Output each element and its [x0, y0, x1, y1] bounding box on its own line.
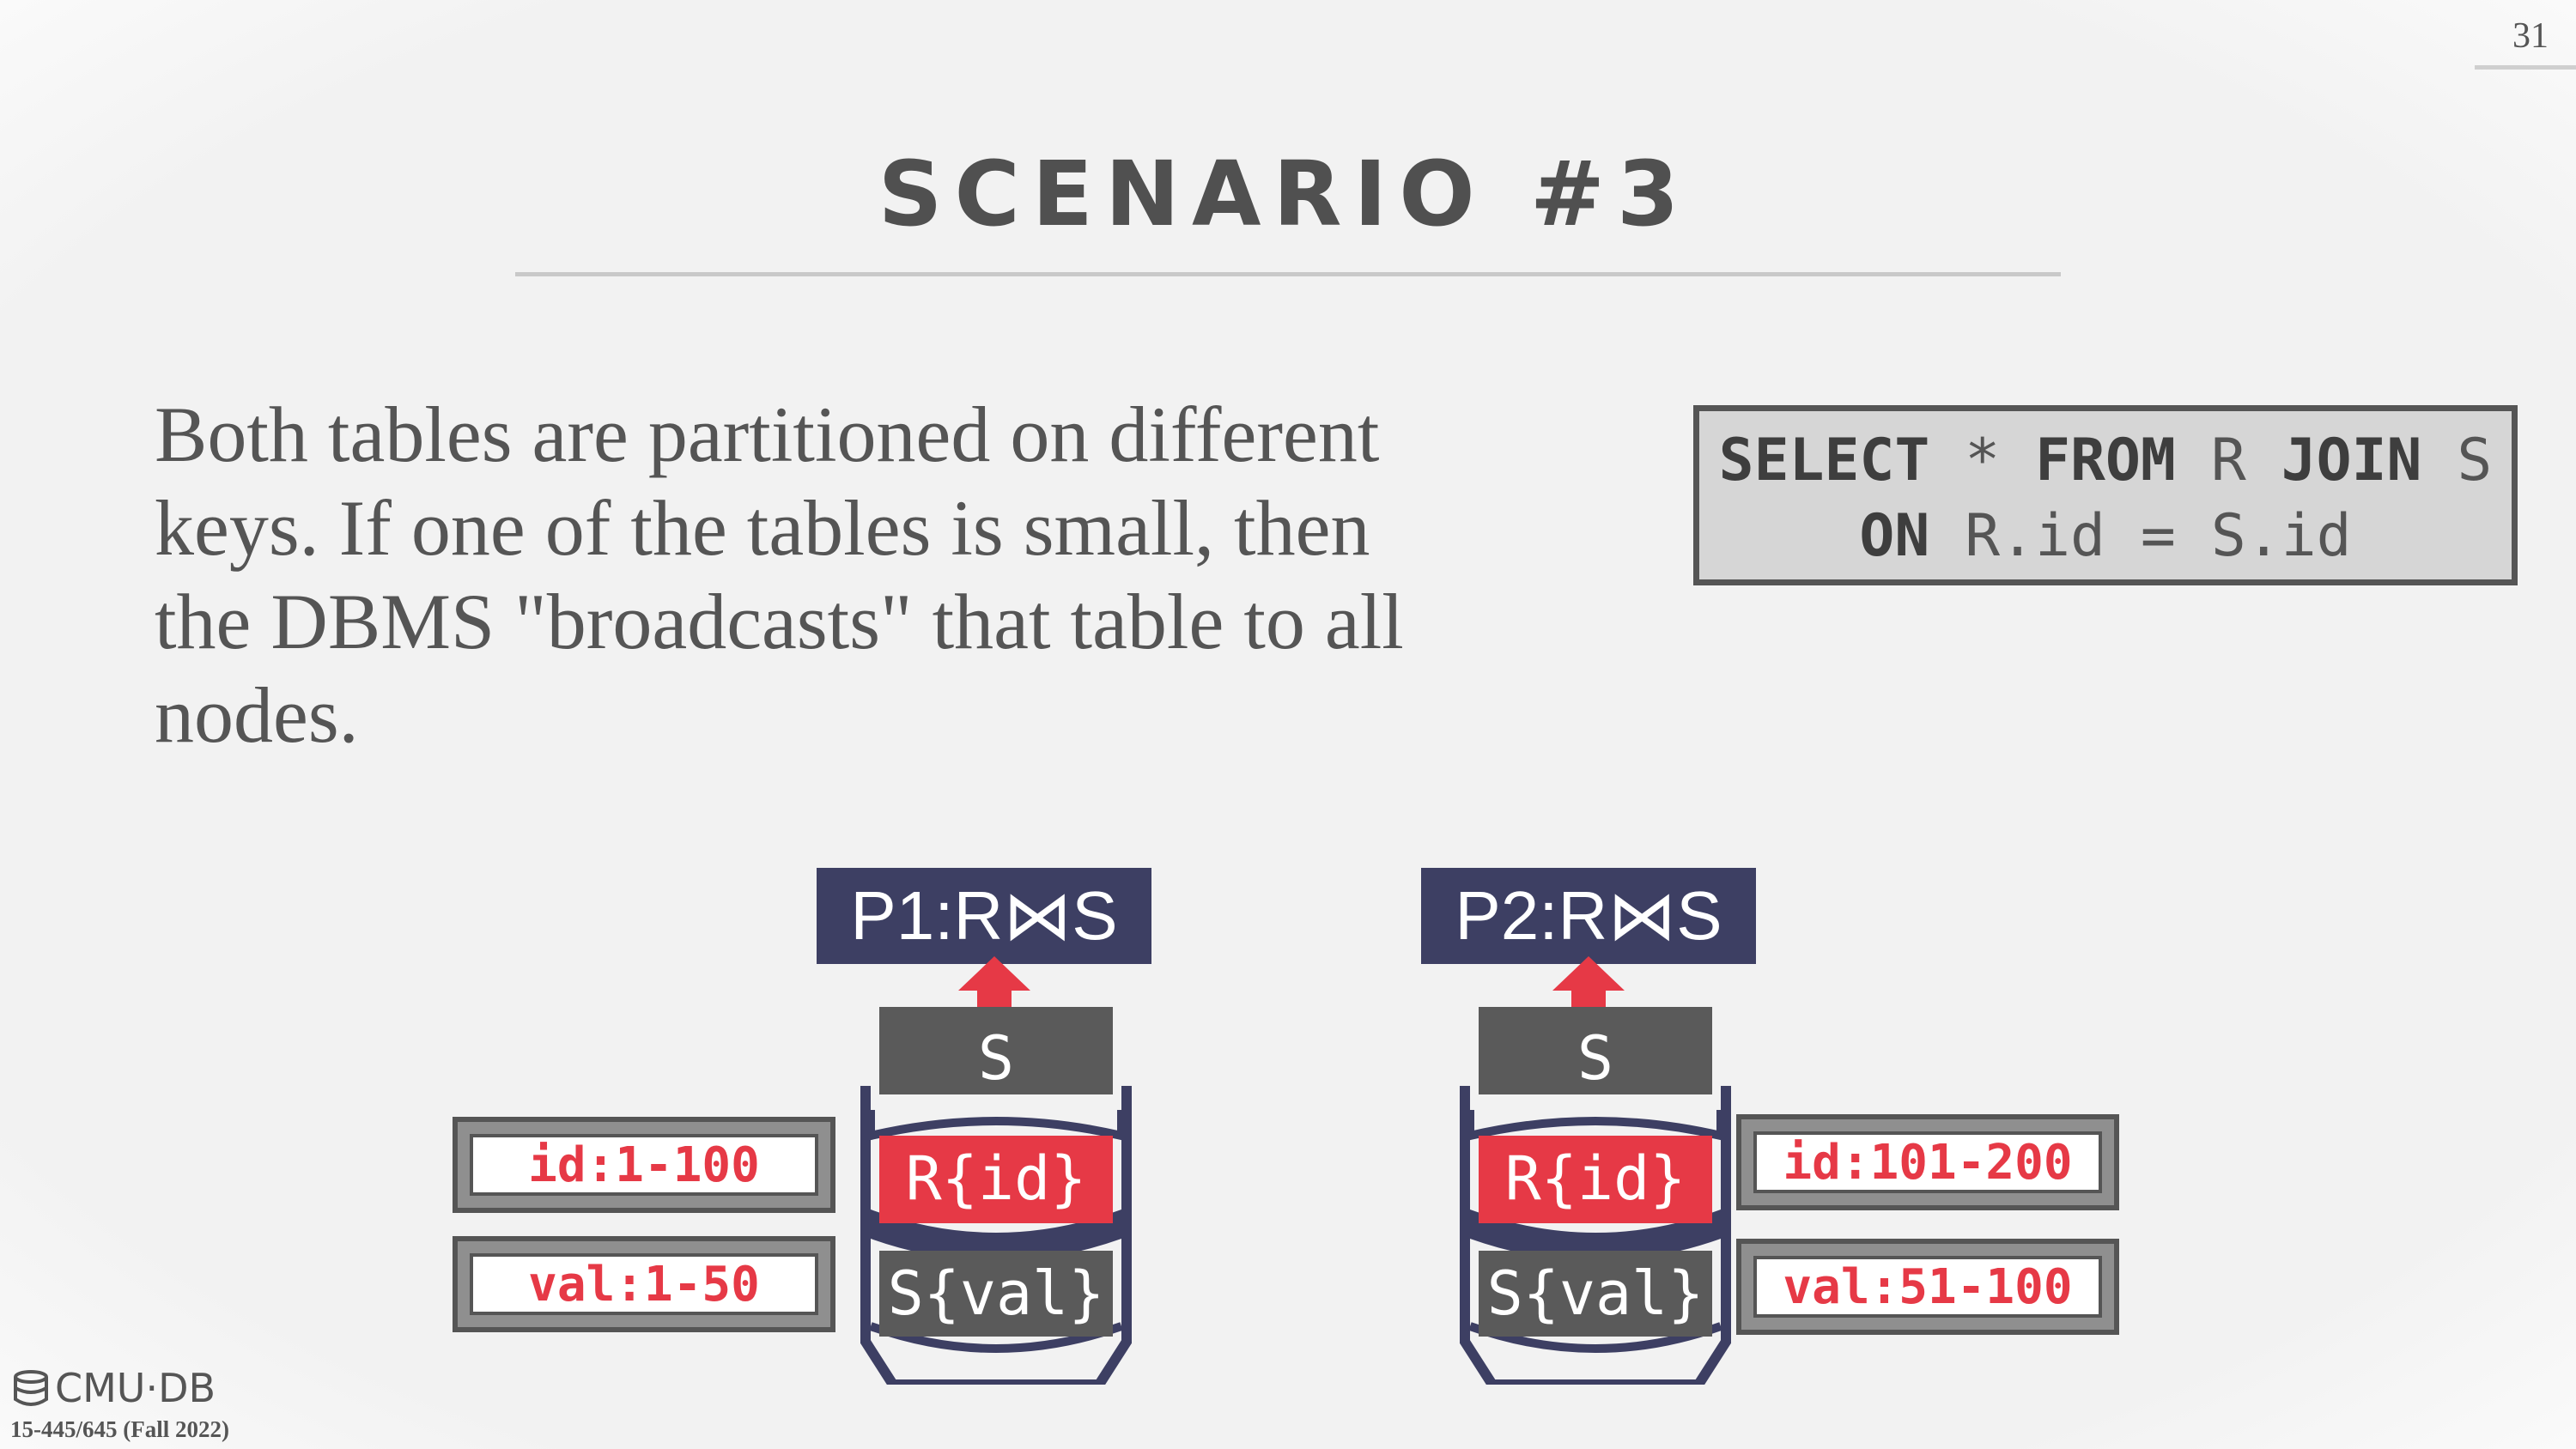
task-label-p1: P1:R⋈S [817, 868, 1151, 964]
sql-keyword-from: FROM [2035, 427, 2176, 494]
node-2-database: S R{id} S{val} [1458, 1007, 1733, 1385]
page-number-rule [2475, 65, 2576, 70]
layer-s: S [1479, 1007, 1712, 1094]
logo-text: CMU·DB [55, 1365, 216, 1411]
cmu-db-logo: CMU·DB [12, 1365, 216, 1411]
sql-table-r: R [2175, 427, 2281, 494]
range-box-id: id:101-200 [1736, 1114, 2119, 1210]
sql-keyword-join: JOIN [2281, 427, 2422, 494]
layer-s-val: S{val} [1479, 1251, 1712, 1337]
sql-star: * [1929, 427, 2036, 494]
sql-query-box: SELECT * FROM R JOIN S ON R.id = S.id [1693, 405, 2518, 585]
range-label: id:1-100 [470, 1134, 818, 1196]
arrow-up-icon [958, 956, 1030, 1032]
layer-r-id: R{id} [879, 1136, 1113, 1223]
layer-r-id: R{id} [1479, 1136, 1712, 1223]
sql-keyword-on: ON [1859, 502, 1930, 570]
range-label: val:1-50 [470, 1253, 818, 1315]
range-box-val: val:51-100 [1736, 1239, 2119, 1335]
layer-s: S [879, 1007, 1113, 1094]
range-label: val:51-100 [1753, 1256, 2102, 1318]
slide-title: SCENARIO #3 [878, 142, 1692, 246]
node-1-database: S R{id} S{val} [859, 1007, 1133, 1385]
title-divider [515, 272, 2061, 276]
sql-table-s: S [2421, 427, 2493, 494]
layer-s-val: S{val} [879, 1251, 1113, 1337]
body-text: Both tables are partitioned on different… [155, 391, 1404, 759]
sql-join-condition: R.id = S.id [1929, 502, 2352, 570]
range-box-val: val:1-50 [453, 1236, 835, 1332]
course-label: 15-445/645 (Fall 2022) [10, 1416, 229, 1442]
range-box-id: id:1-100 [453, 1117, 835, 1213]
page-number: 31 [2512, 16, 2549, 56]
arrow-up-icon [1552, 956, 1625, 1032]
sql-keyword-select: SELECT [1718, 427, 1930, 494]
range-label: id:101-200 [1753, 1131, 2102, 1193]
task-label-p2: P2:R⋈S [1421, 868, 1756, 964]
database-logo-icon [14, 1370, 48, 1406]
